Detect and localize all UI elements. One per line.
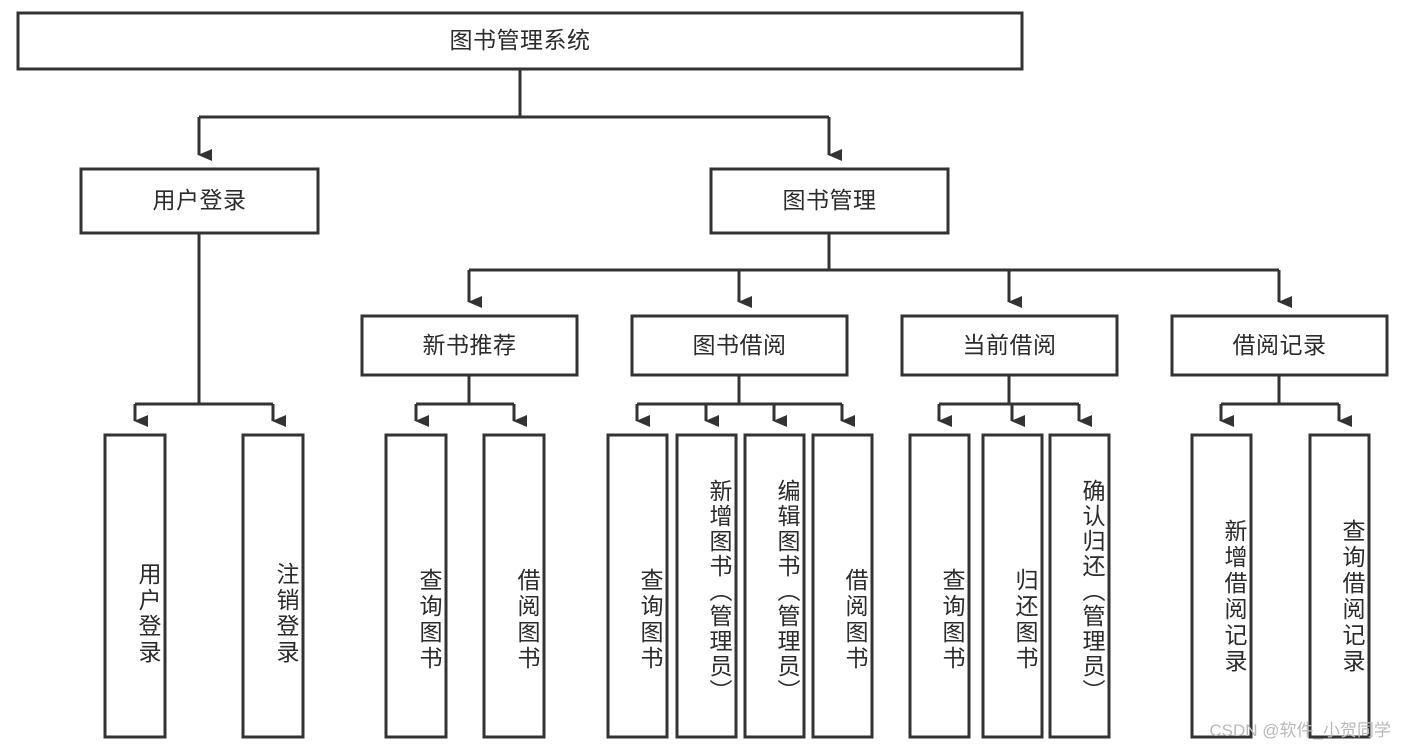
box-new-book-rec[interactable] bbox=[360, 314, 579, 377]
box-leaf-edit-book[interactable] bbox=[743, 433, 806, 739]
box-leaf-add-record[interactable] bbox=[1190, 433, 1253, 739]
box-user-login[interactable] bbox=[79, 167, 320, 235]
box-leaf-logout[interactable] bbox=[241, 433, 305, 739]
box-current-borrow[interactable] bbox=[900, 314, 1119, 377]
box-leaf-query-book-1[interactable] bbox=[384, 433, 448, 739]
box-leaf-confirm-return[interactable] bbox=[1048, 433, 1111, 739]
box-leaf-borrow-book-1[interactable] bbox=[482, 433, 546, 739]
box-leaf-return-book[interactable] bbox=[981, 433, 1044, 739]
box-borrow-record[interactable] bbox=[1170, 314, 1389, 377]
box-book-borrow[interactable] bbox=[630, 314, 849, 377]
box-leaf-user-login[interactable] bbox=[103, 433, 167, 739]
box-leaf-query-book-2[interactable] bbox=[606, 433, 669, 739]
watermark-text: CSDN @软件_小贺同学 bbox=[1209, 721, 1391, 740]
box-leaf-query-book-3[interactable] bbox=[908, 433, 971, 739]
box-root[interactable] bbox=[16, 11, 1024, 71]
box-leaf-query-record[interactable] bbox=[1308, 433, 1371, 739]
box-book-manage[interactable] bbox=[709, 167, 950, 235]
box-leaf-borrow-book-2[interactable] bbox=[811, 433, 874, 739]
box-leaf-add-book[interactable] bbox=[675, 433, 738, 739]
